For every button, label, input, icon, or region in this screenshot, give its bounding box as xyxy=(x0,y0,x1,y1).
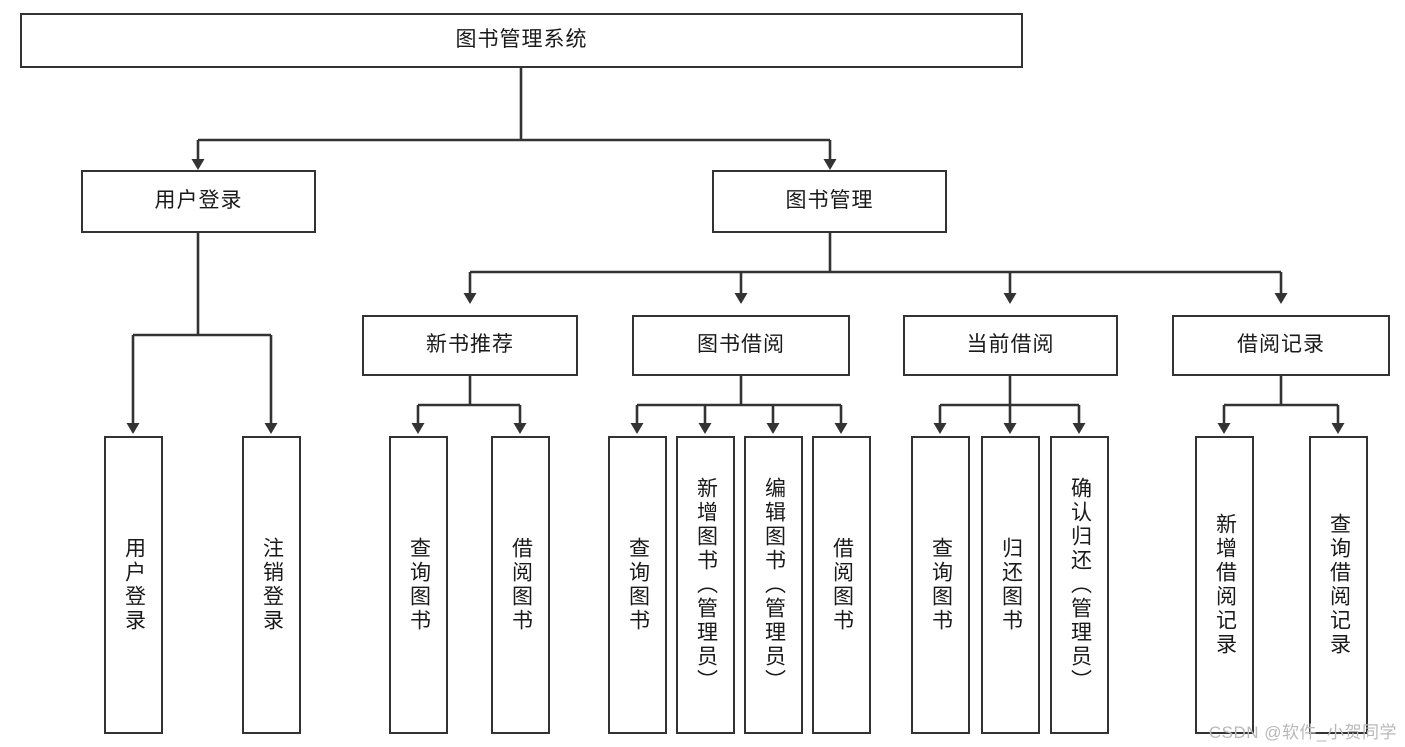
node-label: 查询图书 xyxy=(407,537,431,633)
node-label: 图书借阅 xyxy=(697,333,785,357)
leaf-new-book-query-book[interactable]: 查询图书 xyxy=(389,436,448,734)
leaf-book-borrow-edit-book-admin[interactable]: 编辑图书（管理员） xyxy=(744,436,803,734)
node-borrow-record[interactable]: 借阅记录 xyxy=(1172,315,1390,376)
node-label: 编辑图书（管理员） xyxy=(762,477,786,693)
node-current-borrow[interactable]: 当前借阅 xyxy=(903,315,1118,376)
node-label: 查询借阅记录 xyxy=(1327,513,1351,657)
leaf-current-borrow-return-book[interactable]: 归还图书 xyxy=(981,436,1040,734)
leaf-current-borrow-confirm-return-admin[interactable]: 确认归还（管理员） xyxy=(1050,436,1109,734)
leaf-user-login-logout[interactable]: 注销登录 xyxy=(242,436,301,734)
node-label: 用户登录 xyxy=(122,537,146,633)
node-user-login[interactable]: 用户登录 xyxy=(81,170,316,233)
leaf-book-borrow-query-book[interactable]: 查询图书 xyxy=(608,436,667,734)
leaf-book-borrow-borrow-book[interactable]: 借阅图书 xyxy=(812,436,871,734)
leaf-current-borrow-query-book[interactable]: 查询图书 xyxy=(911,436,970,734)
node-label: 借阅记录 xyxy=(1237,333,1325,357)
node-label: 图书管理系统 xyxy=(455,28,588,52)
node-label: 新书推荐 xyxy=(426,333,514,357)
node-label: 用户登录 xyxy=(154,189,243,213)
leaf-book-borrow-add-book-admin[interactable]: 新增图书（管理员） xyxy=(676,436,735,734)
node-label: 新增借阅记录 xyxy=(1213,513,1237,657)
node-label: 注销登录 xyxy=(260,537,284,633)
node-label: 归还图书 xyxy=(999,537,1023,633)
node-label: 新增图书（管理员） xyxy=(694,477,718,693)
node-root-book-management-system[interactable]: 图书管理系统 xyxy=(20,13,1023,68)
node-label: 查询图书 xyxy=(929,537,953,633)
node-book-management[interactable]: 图书管理 xyxy=(712,170,947,233)
leaf-user-login-login[interactable]: 用户登录 xyxy=(104,436,163,734)
leaf-new-book-borrow-book[interactable]: 借阅图书 xyxy=(491,436,550,734)
node-book-borrow[interactable]: 图书借阅 xyxy=(632,315,850,376)
node-label: 借阅图书 xyxy=(830,537,854,633)
node-label: 图书管理 xyxy=(785,189,874,213)
leaf-borrow-record-query-record[interactable]: 查询借阅记录 xyxy=(1309,436,1368,734)
node-label: 借阅图书 xyxy=(509,537,533,633)
node-label: 确认归还（管理员） xyxy=(1068,477,1092,693)
node-new-book-recommend[interactable]: 新书推荐 xyxy=(362,315,578,376)
node-label: 查询图书 xyxy=(626,537,650,633)
leaf-borrow-record-add-record[interactable]: 新增借阅记录 xyxy=(1195,436,1254,734)
node-label: 当前借阅 xyxy=(966,333,1055,357)
